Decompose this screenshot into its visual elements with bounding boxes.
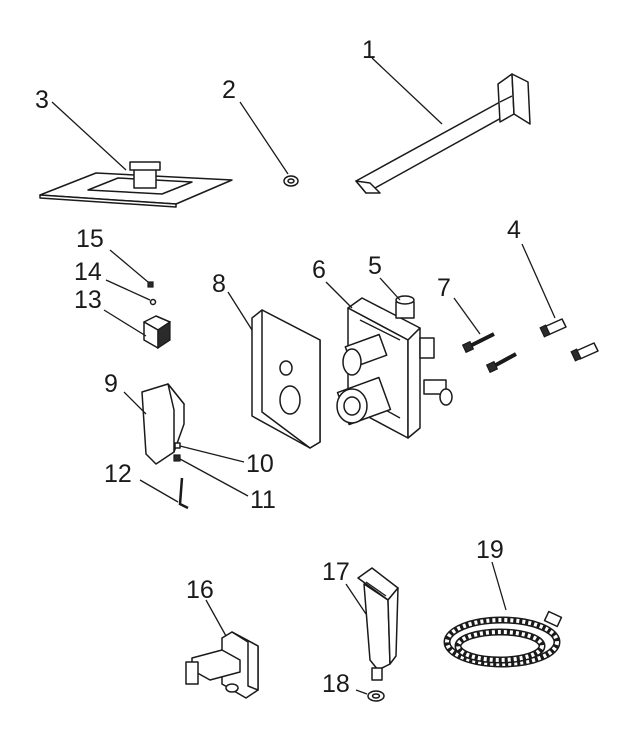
part-19-shower-hose	[443, 610, 563, 668]
part-7-screws	[461, 332, 517, 374]
part-label-18: 18	[322, 670, 350, 698]
part-label-8: 8	[212, 270, 226, 298]
part-label-9: 9	[104, 370, 118, 398]
part-label-11: 11	[250, 486, 276, 514]
part-15-small-cap	[147, 281, 154, 288]
part-17-hand-shower	[357, 567, 399, 681]
part-3-rain-shower-head	[39, 161, 233, 208]
leader-line-11	[179, 458, 249, 497]
part-label-12: 12	[104, 460, 132, 488]
part-label-14: 14	[74, 258, 102, 286]
part-label-17: 17	[322, 558, 350, 586]
leader-line-13	[103, 309, 147, 337]
part-10-set-screw	[174, 442, 181, 449]
leader-line-18	[355, 689, 368, 695]
part-label-7: 7	[437, 274, 451, 302]
leader-line-7	[453, 297, 481, 335]
leader-line-1	[371, 57, 443, 125]
part-14-small-screw	[149, 298, 157, 306]
part-label-16: 16	[186, 576, 214, 604]
leader-line-10	[179, 445, 245, 463]
leader-line-4	[521, 243, 556, 319]
leader-line-15	[109, 249, 149, 283]
part-label-3: 3	[35, 86, 49, 114]
part-13-diverter-knob	[143, 315, 171, 350]
leader-line-8	[227, 291, 253, 331]
leader-line-5	[379, 277, 401, 301]
part-label-15: 15	[76, 225, 104, 253]
part-1-shower-arm	[355, 73, 531, 194]
part-8-cover-plate	[251, 309, 321, 449]
leader-line-2	[239, 101, 289, 175]
part-label-5: 5	[368, 252, 382, 280]
leader-line-14	[105, 279, 151, 301]
part-label-2: 2	[222, 76, 236, 104]
part-label-1: 1	[362, 36, 376, 64]
leader-line-9	[123, 391, 147, 415]
leader-line-12	[139, 479, 179, 503]
part-16-wall-outlet-holder	[185, 631, 259, 699]
part-18-hand-shower-washer	[367, 690, 385, 702]
leader-line-3	[51, 101, 127, 171]
leader-line-19	[491, 561, 507, 611]
part-label-19: 19	[476, 536, 504, 564]
part-label-4: 4	[507, 216, 521, 244]
part-label-6: 6	[312, 256, 326, 284]
leader-line-6	[325, 281, 353, 309]
part-4-wall-plugs	[539, 318, 599, 362]
part-label-10: 10	[246, 450, 274, 478]
part-9-lever-handle	[141, 383, 185, 465]
part-12-allen-key	[178, 477, 189, 510]
leader-line-16	[205, 599, 227, 637]
part-5-valve-body	[336, 295, 453, 426]
part-2-washer	[283, 175, 299, 187]
part-11-grub-screw	[173, 454, 181, 462]
leader-line-17	[345, 583, 367, 615]
part-label-13: 13	[74, 286, 102, 314]
